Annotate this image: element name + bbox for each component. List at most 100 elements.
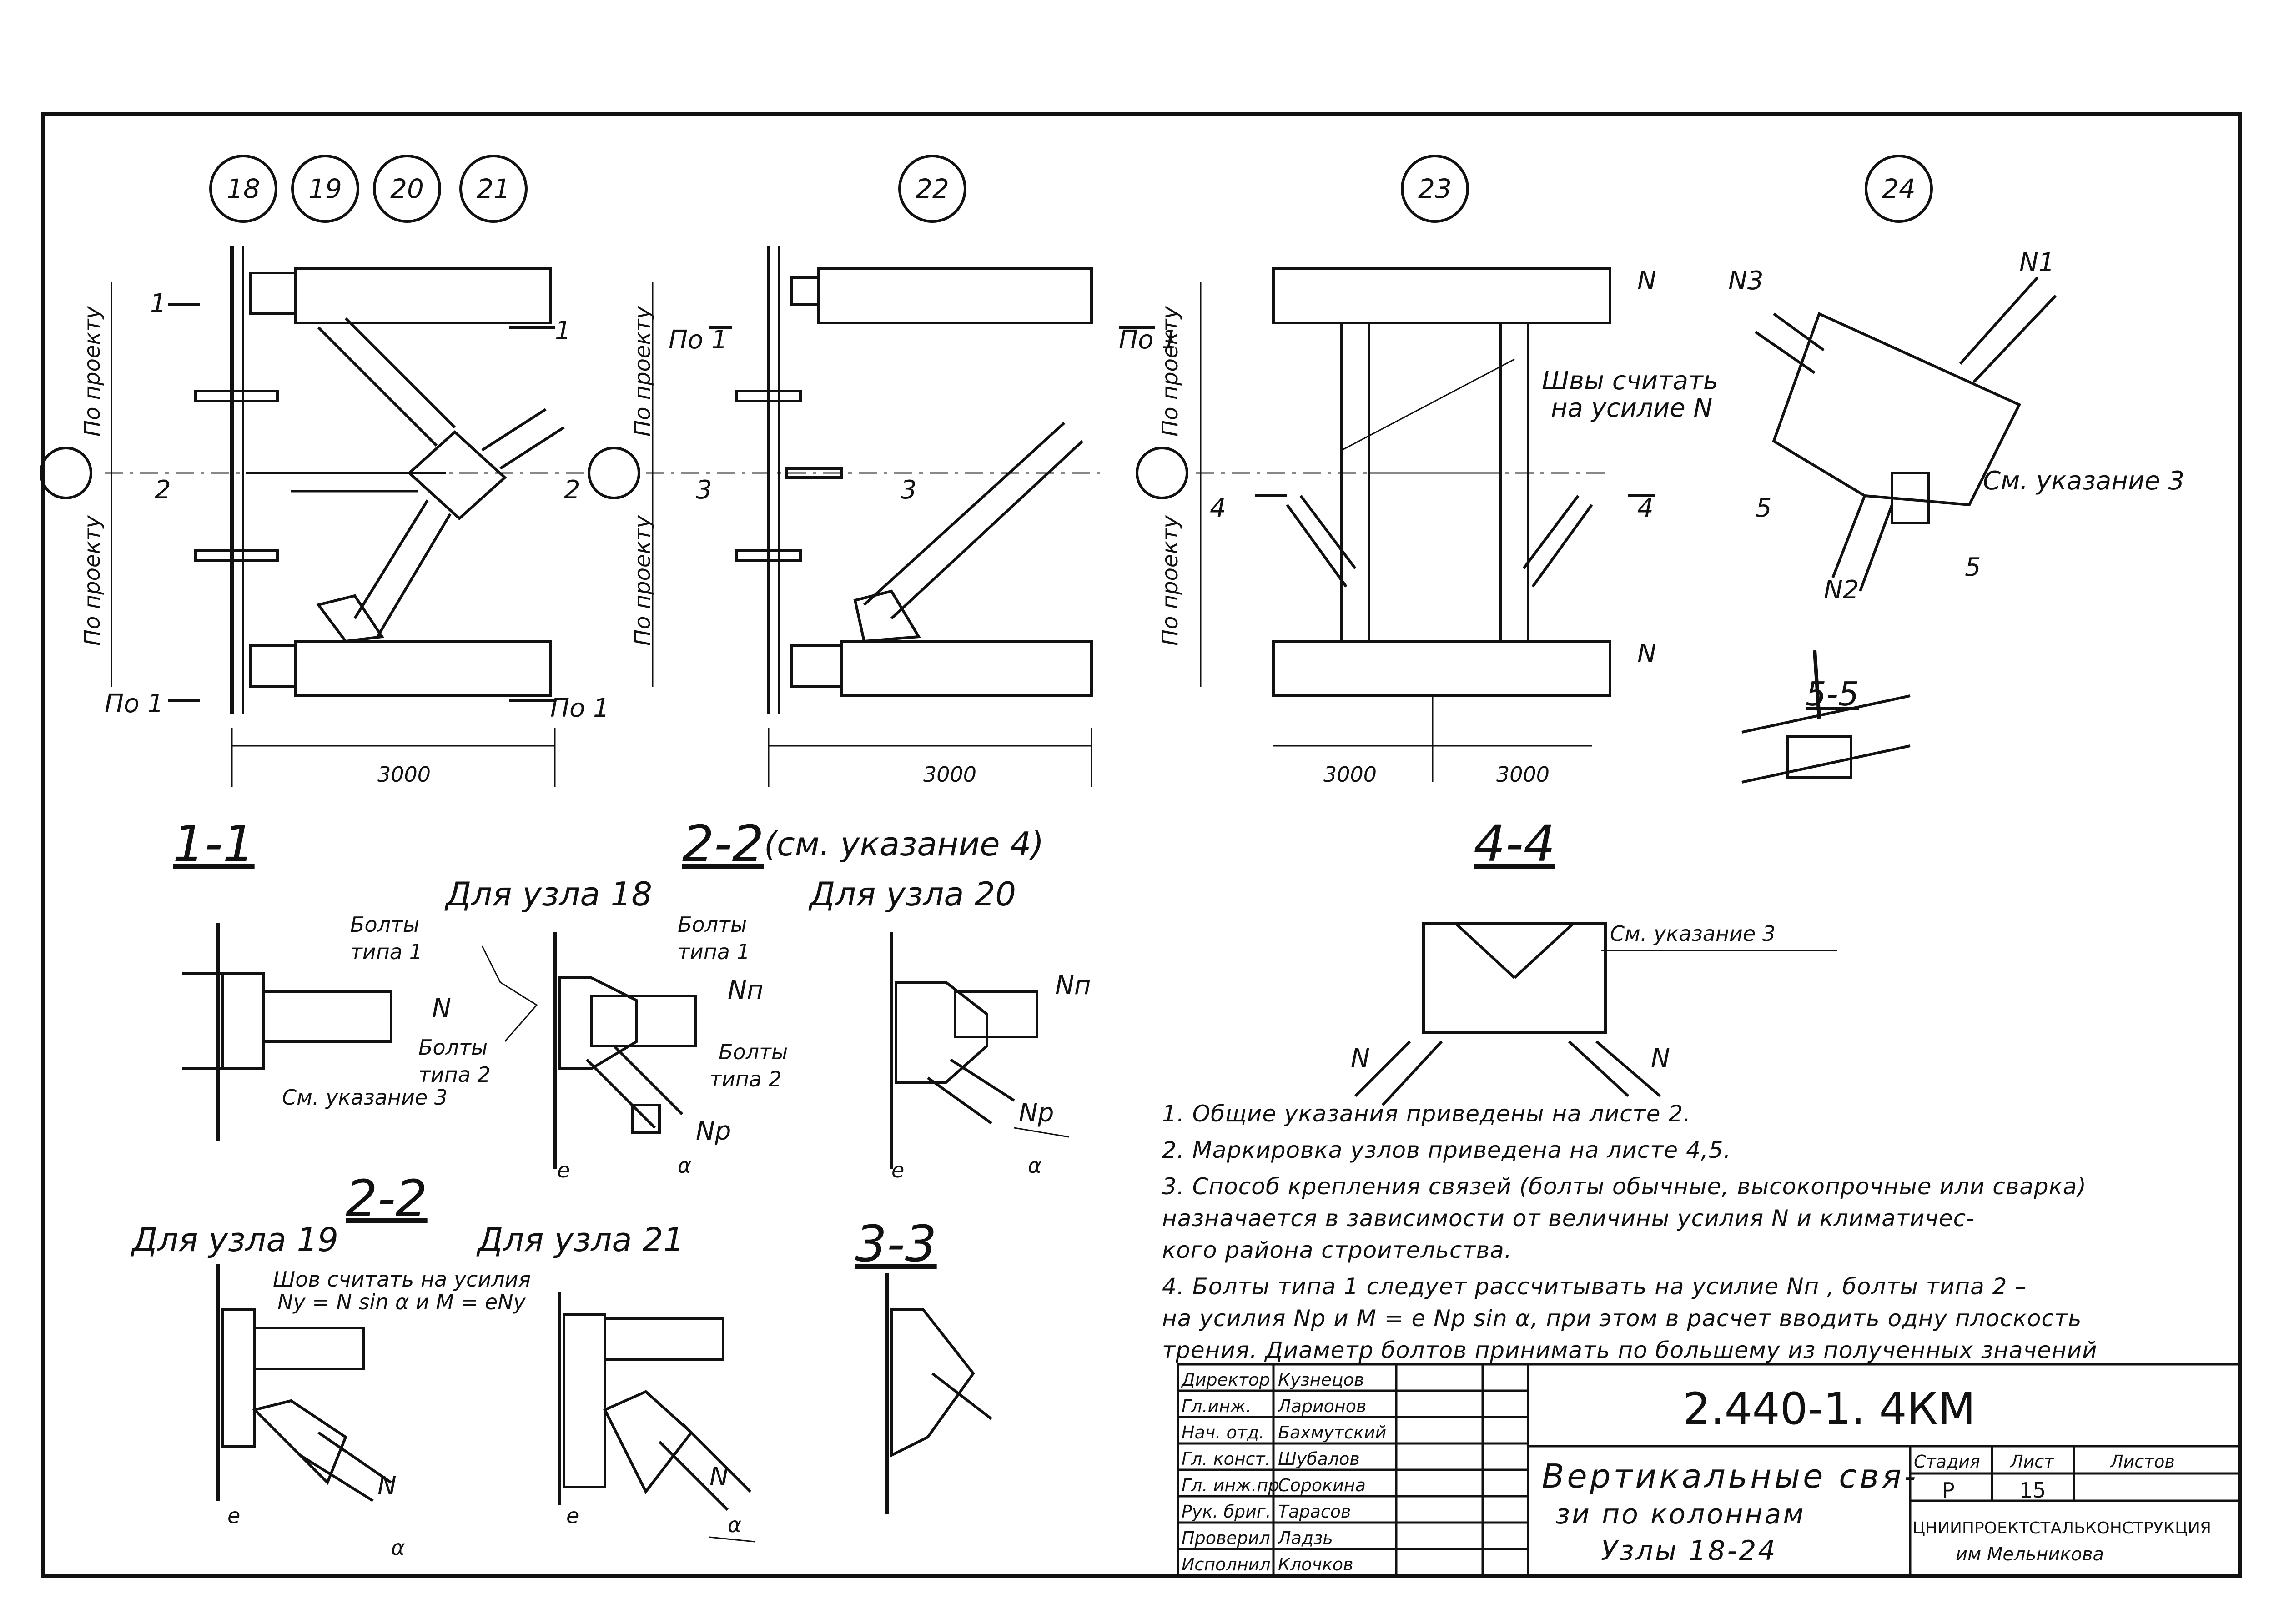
node-23-drawing [1196,267,1655,782]
force-label: N2 [1824,575,1859,605]
role-cell: Гл.инж. [1182,1396,1252,1416]
subsection-title: Для узла 20 [810,875,1016,913]
reference-note: См. указание 3 [1983,466,2185,496]
grid-axis-marker [588,447,640,499]
force-label: N3 [1728,266,1764,296]
section-title: 3-3 [855,1215,937,1273]
name-cell: Ларионов [1278,1396,1367,1416]
weld-note: Ny = N sin α и M = eNy [277,1290,526,1314]
stage-header: Стадия [1914,1452,1980,1472]
section-mark: 3 [696,475,712,505]
section-mark: 5 [1756,493,1772,523]
section-mark-po1: По 1 [669,325,728,355]
angle-alpha: α [678,1153,692,1178]
node-marker-18: 18 [209,155,277,223]
force-label: Nп [1055,971,1091,1001]
reference-note: См. указание 3 [282,1085,448,1110]
dim-label-po-proektu: По проекту [1157,515,1183,646]
document-code: 2.440-1. 4КМ [1683,1383,1976,1434]
node-marker-19: 19 [291,155,359,223]
dim-label-po-proektu: По проекту [630,306,655,437]
note-line: назначается в зависимости от величины ус… [1162,1205,1975,1232]
dim-3000: 3000 [1323,762,1377,787]
note-line: 2. Маркировка узлов приведена на листе 4… [1162,1137,1731,1163]
section-mark-po1: По 1 [550,694,609,723]
grid-axis-marker [1136,447,1188,499]
bolts-label: типа 1 [350,940,423,964]
note-line: кого района строительства. [1162,1237,1512,1263]
drawing-title: Узлы 18-24 [1601,1535,1777,1567]
force-label: Np [696,1116,731,1146]
dim-e: e [227,1503,241,1528]
section-mark: 4 [1637,493,1654,523]
section-title: 2-2 [346,1169,428,1227]
bolts-label: Болты [418,1035,488,1060]
force-label: N [1637,639,1656,669]
sheet-value: 15 [2019,1478,2046,1503]
force-label: N [1651,1044,1670,1073]
section-mark: 1 [555,316,571,346]
angle-alpha: α [1028,1153,1042,1178]
force-label: Np [1019,1098,1054,1128]
role-cell: Рук. бриг. [1182,1502,1271,1522]
dim-label-po-proektu: По проекту [80,306,105,437]
dim-e: e [557,1158,570,1182]
force-label: N [377,1471,397,1501]
bolts-label: Болты [678,912,747,937]
dim-e: e [566,1503,579,1528]
drawing-title: зи по колоннам [1555,1498,1806,1530]
force-label: N [1637,266,1656,296]
name-cell: Шубалов [1278,1449,1360,1469]
note-line: трения. Диаметр болтов принимать по боль… [1162,1337,2098,1363]
section-2-2-node-20 [890,932,1069,1169]
section-2-2-node-18b [553,932,697,1169]
role-cell: Гл. конст. [1182,1449,1271,1469]
section-mark: 1 [150,289,166,318]
node-marker-24: 24 [1865,155,1933,223]
section-2-2-node-21 [558,1292,755,1543]
subsection-title: Для узла 18 [446,875,653,913]
section-4-4 [1354,922,1837,1106]
section-mark-po1: По 1 [105,689,164,719]
bolts-label: типа 2 [709,1067,782,1091]
section-3-3 [885,1273,992,1514]
force-label: N [432,994,451,1023]
dim-3000: 3000 [1496,762,1550,787]
section-mark: 2 [564,475,580,505]
subsection-title: Для узла 21 [478,1221,684,1259]
dim-label-po-proektu: По проекту [80,515,105,646]
note-line: 1. Общие указания приведены на листе 2. [1162,1101,1691,1127]
weld-note: Шов считать на усилия [273,1267,531,1292]
role-cell: Нач. отд. [1182,1423,1265,1443]
title-block-lines [1177,1363,2241,1577]
node-marker-23: 23 [1401,155,1469,223]
force-label: N [1351,1044,1370,1073]
name-cell: Бахмутский [1278,1423,1387,1443]
angle-alpha: α [391,1535,405,1560]
force-label: Nп [728,975,764,1005]
section-title-note: (см. указание 4) [764,825,1044,863]
bolts-label: типа 1 [678,940,750,964]
dim-label-po-proektu: По проекту [630,515,655,646]
section-title: 4-4 [1474,815,1555,873]
role-cell: Гл. инж.пр. [1182,1475,1285,1495]
section-mark-po1: По 1 [1119,325,1178,355]
section-2-2-node-18 [182,923,538,1141]
bolts-label: Болты [350,912,420,937]
organization-subname: им Мельникова [1956,1544,2104,1565]
section-title: 2-2 [682,815,764,873]
node-marker-21: 21 [459,155,528,223]
sheet-header: Лист [2010,1452,2054,1472]
node-marker-20: 20 [373,155,441,223]
note-line: 3. Способ крепления связей (болты обычны… [1162,1173,2087,1200]
stage-value: Р [1942,1478,1955,1503]
section-mark: 3 [901,475,917,505]
node-18-21-drawing [105,246,591,787]
node-24-drawing [1741,276,2057,784]
section-mark: 5 [1965,553,1981,582]
section-title: 1-1 [173,815,255,873]
name-cell: Клочков [1278,1554,1353,1574]
organization-name: ЦНИИПРОЕКТСТАЛЬКОНСТРУКЦИЯ [1912,1519,2211,1538]
section-title: 5-5 [1806,675,1859,713]
